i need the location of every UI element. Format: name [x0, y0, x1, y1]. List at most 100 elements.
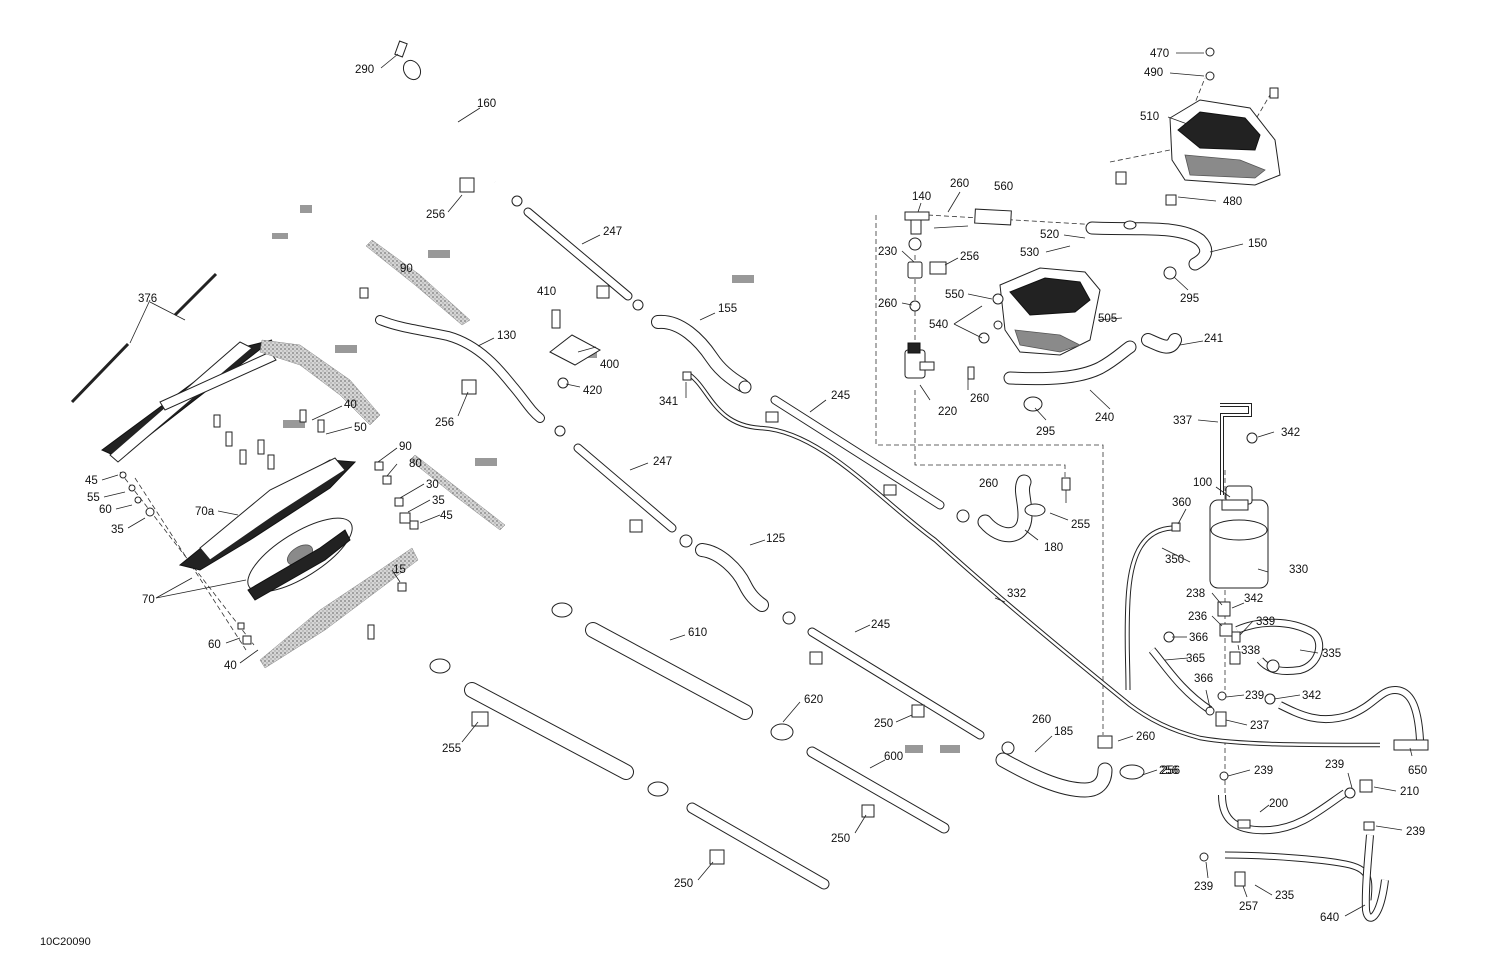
callout-label: 247: [653, 456, 672, 468]
callout-label: 255: [442, 743, 461, 755]
callout-label: 339: [1256, 616, 1275, 628]
callout-label: 239: [1325, 759, 1344, 771]
callout-label: 490: [1144, 67, 1163, 79]
callout-label: 240: [1095, 412, 1114, 424]
tube-160: [397, 59, 499, 183]
callout-label: 130: [497, 330, 516, 342]
tank-505: [999, 267, 1101, 356]
callout-label: 250: [674, 878, 693, 890]
callout-label: 60: [208, 639, 221, 651]
hose-125: [695, 543, 769, 612]
tube-130: [375, 315, 545, 423]
reservoir-510: [1169, 99, 1281, 186]
callout-label: 70: [142, 594, 155, 606]
hose-650: [1278, 685, 1424, 741]
callout-label: 250: [831, 833, 850, 845]
callout-label: 185: [1054, 726, 1073, 738]
callout-label: 366: [1194, 673, 1213, 685]
callout-label: 600: [884, 751, 903, 763]
callout-label: 295: [1180, 293, 1199, 305]
callout-label: 241: [1204, 333, 1223, 345]
callout-label: 15: [393, 564, 406, 576]
callout-label: 410: [537, 286, 556, 298]
callout-label: 140: [912, 191, 931, 203]
callout-label: 350: [1165, 554, 1184, 566]
callout-label: 235: [1275, 890, 1294, 902]
callout-label: 610: [688, 627, 707, 639]
callout-label: 550: [945, 289, 964, 301]
callout-label: 90: [399, 441, 412, 453]
callout-label: 510: [1140, 111, 1159, 123]
callout-label: 45: [440, 510, 453, 522]
callout-label: 50: [354, 422, 367, 434]
callout-label: 480: [1223, 196, 1242, 208]
hose-350: [1124, 525, 1173, 691]
callout-label: 238: [1186, 588, 1205, 600]
callout-label: 70a: [195, 506, 215, 518]
callout-label: 330: [1289, 564, 1308, 576]
callout-label: 560: [994, 181, 1013, 193]
callout-label: 220: [938, 406, 957, 418]
callout-label: 236: [1188, 611, 1207, 623]
callout-label: 45: [85, 475, 98, 487]
hose-180: [977, 474, 1033, 543]
callout-label: 342: [1244, 593, 1263, 605]
callout-label: 338: [1241, 645, 1260, 657]
callout-label: 180: [1044, 542, 1063, 554]
callout-label: 125: [766, 533, 785, 545]
callout-label: 250: [874, 718, 893, 730]
callout-label: 530: [1020, 247, 1039, 259]
hose-150: [1085, 221, 1213, 271]
tube-245-upper: [770, 395, 945, 510]
callout-label: 256: [1159, 765, 1178, 777]
callout-label: 245: [871, 619, 890, 631]
callout-label: 260: [970, 393, 989, 405]
callout-label: 376: [138, 293, 157, 305]
tube-332: [688, 373, 1381, 748]
callout-label: 332: [1007, 588, 1026, 600]
callout-label: 400: [600, 359, 619, 371]
document-id: 10C20090: [40, 936, 91, 948]
callout-label: 100: [1193, 477, 1212, 489]
callout-label: 620: [804, 694, 823, 706]
tubes-610-600-250: [464, 622, 950, 890]
callout-label: 256: [426, 209, 445, 221]
callout-label: 60: [99, 504, 112, 516]
callout-label: 260: [979, 478, 998, 490]
callout-label: 239: [1254, 765, 1273, 777]
tube-247-upper: [523, 207, 633, 301]
hose-235: [1224, 851, 1373, 901]
callout-label: 155: [718, 303, 737, 315]
callout-label: 55: [87, 492, 100, 504]
callout-label: 230: [878, 246, 897, 258]
hose-560: [974, 208, 1012, 226]
callout-label: 256: [960, 251, 979, 263]
callout-label: 335: [1322, 648, 1341, 660]
hose-365: [1148, 647, 1213, 714]
callout-label: 255: [1071, 519, 1090, 531]
callout-label: 237: [1250, 720, 1269, 732]
callout-label: 520: [1040, 229, 1059, 241]
callout-label: 35: [111, 524, 124, 536]
callout-label: 420: [583, 385, 602, 397]
callout-label: 256: [1161, 765, 1180, 777]
callout-label: 35: [432, 495, 445, 507]
radiator-assembly: [70, 239, 506, 669]
callout-label: 247: [603, 226, 622, 238]
tee-140: [904, 211, 930, 235]
callout-label: 505: [1098, 313, 1117, 325]
callout-label: 260: [1032, 714, 1051, 726]
hose-200: [1218, 789, 1348, 835]
tube-245-lower: [807, 627, 985, 740]
hose-240: [1003, 340, 1137, 386]
callout-label: 239: [1406, 826, 1425, 838]
callout-label: 160: [477, 98, 496, 110]
callout-label: 337: [1173, 415, 1192, 427]
hose-185: [995, 752, 1113, 798]
callout-labels: 290 160 256 247 410 400 420 155 341 245 …: [85, 48, 1427, 924]
tube-247-lower: [573, 443, 677, 533]
hose-241: [1141, 333, 1182, 354]
callout-label: 360: [1172, 497, 1191, 509]
callout-label: 260: [878, 298, 897, 310]
